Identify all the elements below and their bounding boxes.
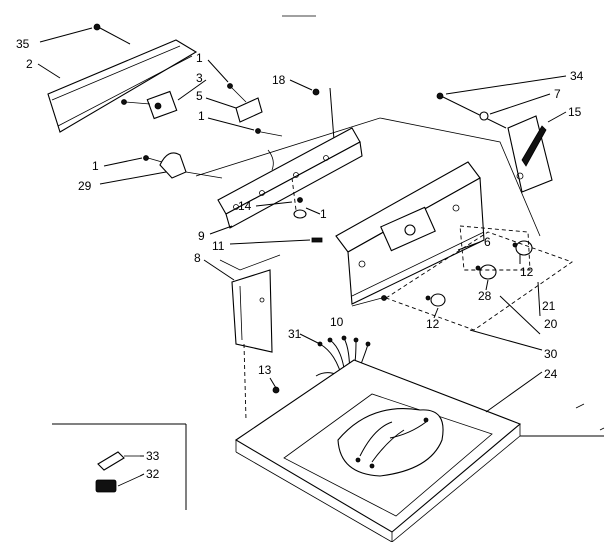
part-1-screw-b bbox=[255, 128, 283, 137]
callout-34: 34 bbox=[570, 69, 584, 83]
part-34-screw bbox=[436, 92, 507, 129]
part-7-clip bbox=[479, 111, 489, 121]
callout-7: 7 bbox=[554, 87, 561, 101]
leader-lines bbox=[37, 27, 567, 477]
callout-30: 30 bbox=[544, 347, 558, 361]
callout-9: 9 bbox=[198, 229, 205, 243]
part-24-top-cover bbox=[234, 359, 604, 542]
part-9-console-bracket bbox=[217, 127, 363, 229]
part-12-knob-a bbox=[512, 240, 533, 256]
knob-group-boxes bbox=[384, 225, 573, 331]
callout-32: 32 bbox=[146, 467, 160, 481]
callout-20: 20 bbox=[544, 317, 558, 331]
scan-marks bbox=[282, 15, 605, 431]
callout-1: 1 bbox=[196, 51, 203, 65]
callout-13: 13 bbox=[258, 363, 272, 377]
callout-10: 10 bbox=[330, 315, 344, 329]
part-3-switch bbox=[121, 90, 178, 120]
callout-15: 15 bbox=[568, 105, 582, 119]
part-28-knob bbox=[475, 264, 497, 280]
part-18-rod bbox=[312, 87, 335, 141]
callout-12: 12 bbox=[426, 317, 440, 331]
part-13-screw bbox=[272, 386, 280, 394]
part-2-panel-strip bbox=[47, 39, 198, 133]
callout-1: 1 bbox=[320, 207, 327, 221]
part-14-clip bbox=[293, 197, 307, 219]
part-35-screw bbox=[93, 23, 131, 45]
inset-box bbox=[52, 423, 187, 510]
callout-18: 18 bbox=[272, 73, 286, 87]
callout-12: 12 bbox=[520, 265, 534, 279]
part-29-bracket bbox=[143, 152, 223, 179]
callout-3: 3 bbox=[196, 71, 203, 85]
callout-1: 1 bbox=[92, 159, 99, 173]
callout-2: 2 bbox=[26, 57, 33, 71]
callout-1: 1 bbox=[198, 109, 205, 123]
part-8-side-panel bbox=[231, 269, 273, 421]
callout-8: 8 bbox=[194, 251, 201, 265]
callout-24: 24 bbox=[544, 367, 558, 381]
part-5-bracket bbox=[227, 83, 263, 123]
callout-28: 28 bbox=[478, 289, 492, 303]
callout-5: 5 bbox=[196, 89, 203, 103]
part-11-screw bbox=[311, 237, 323, 243]
callout-31: 31 bbox=[288, 327, 302, 341]
control-panel-console bbox=[335, 161, 485, 305]
callout-21: 21 bbox=[542, 299, 556, 313]
callout-29: 29 bbox=[78, 179, 92, 193]
console-outline bbox=[195, 117, 541, 271]
part-15-side-bracket bbox=[507, 115, 553, 193]
part-10-screw bbox=[351, 295, 387, 307]
callout-35: 35 bbox=[16, 37, 30, 51]
callout-6: 6 bbox=[484, 235, 491, 249]
callout-labels: 35 2 1 3 5 1 18 34 7 15 1 29 14 1 9 11 6… bbox=[16, 37, 584, 481]
callout-11: 11 bbox=[212, 239, 225, 253]
callout-14: 14 bbox=[238, 199, 252, 213]
part-12-knob-b bbox=[425, 293, 446, 307]
part-33-wire-nut bbox=[97, 451, 140, 471]
callout-33: 33 bbox=[146, 449, 160, 463]
part-32-connector bbox=[95, 475, 141, 493]
